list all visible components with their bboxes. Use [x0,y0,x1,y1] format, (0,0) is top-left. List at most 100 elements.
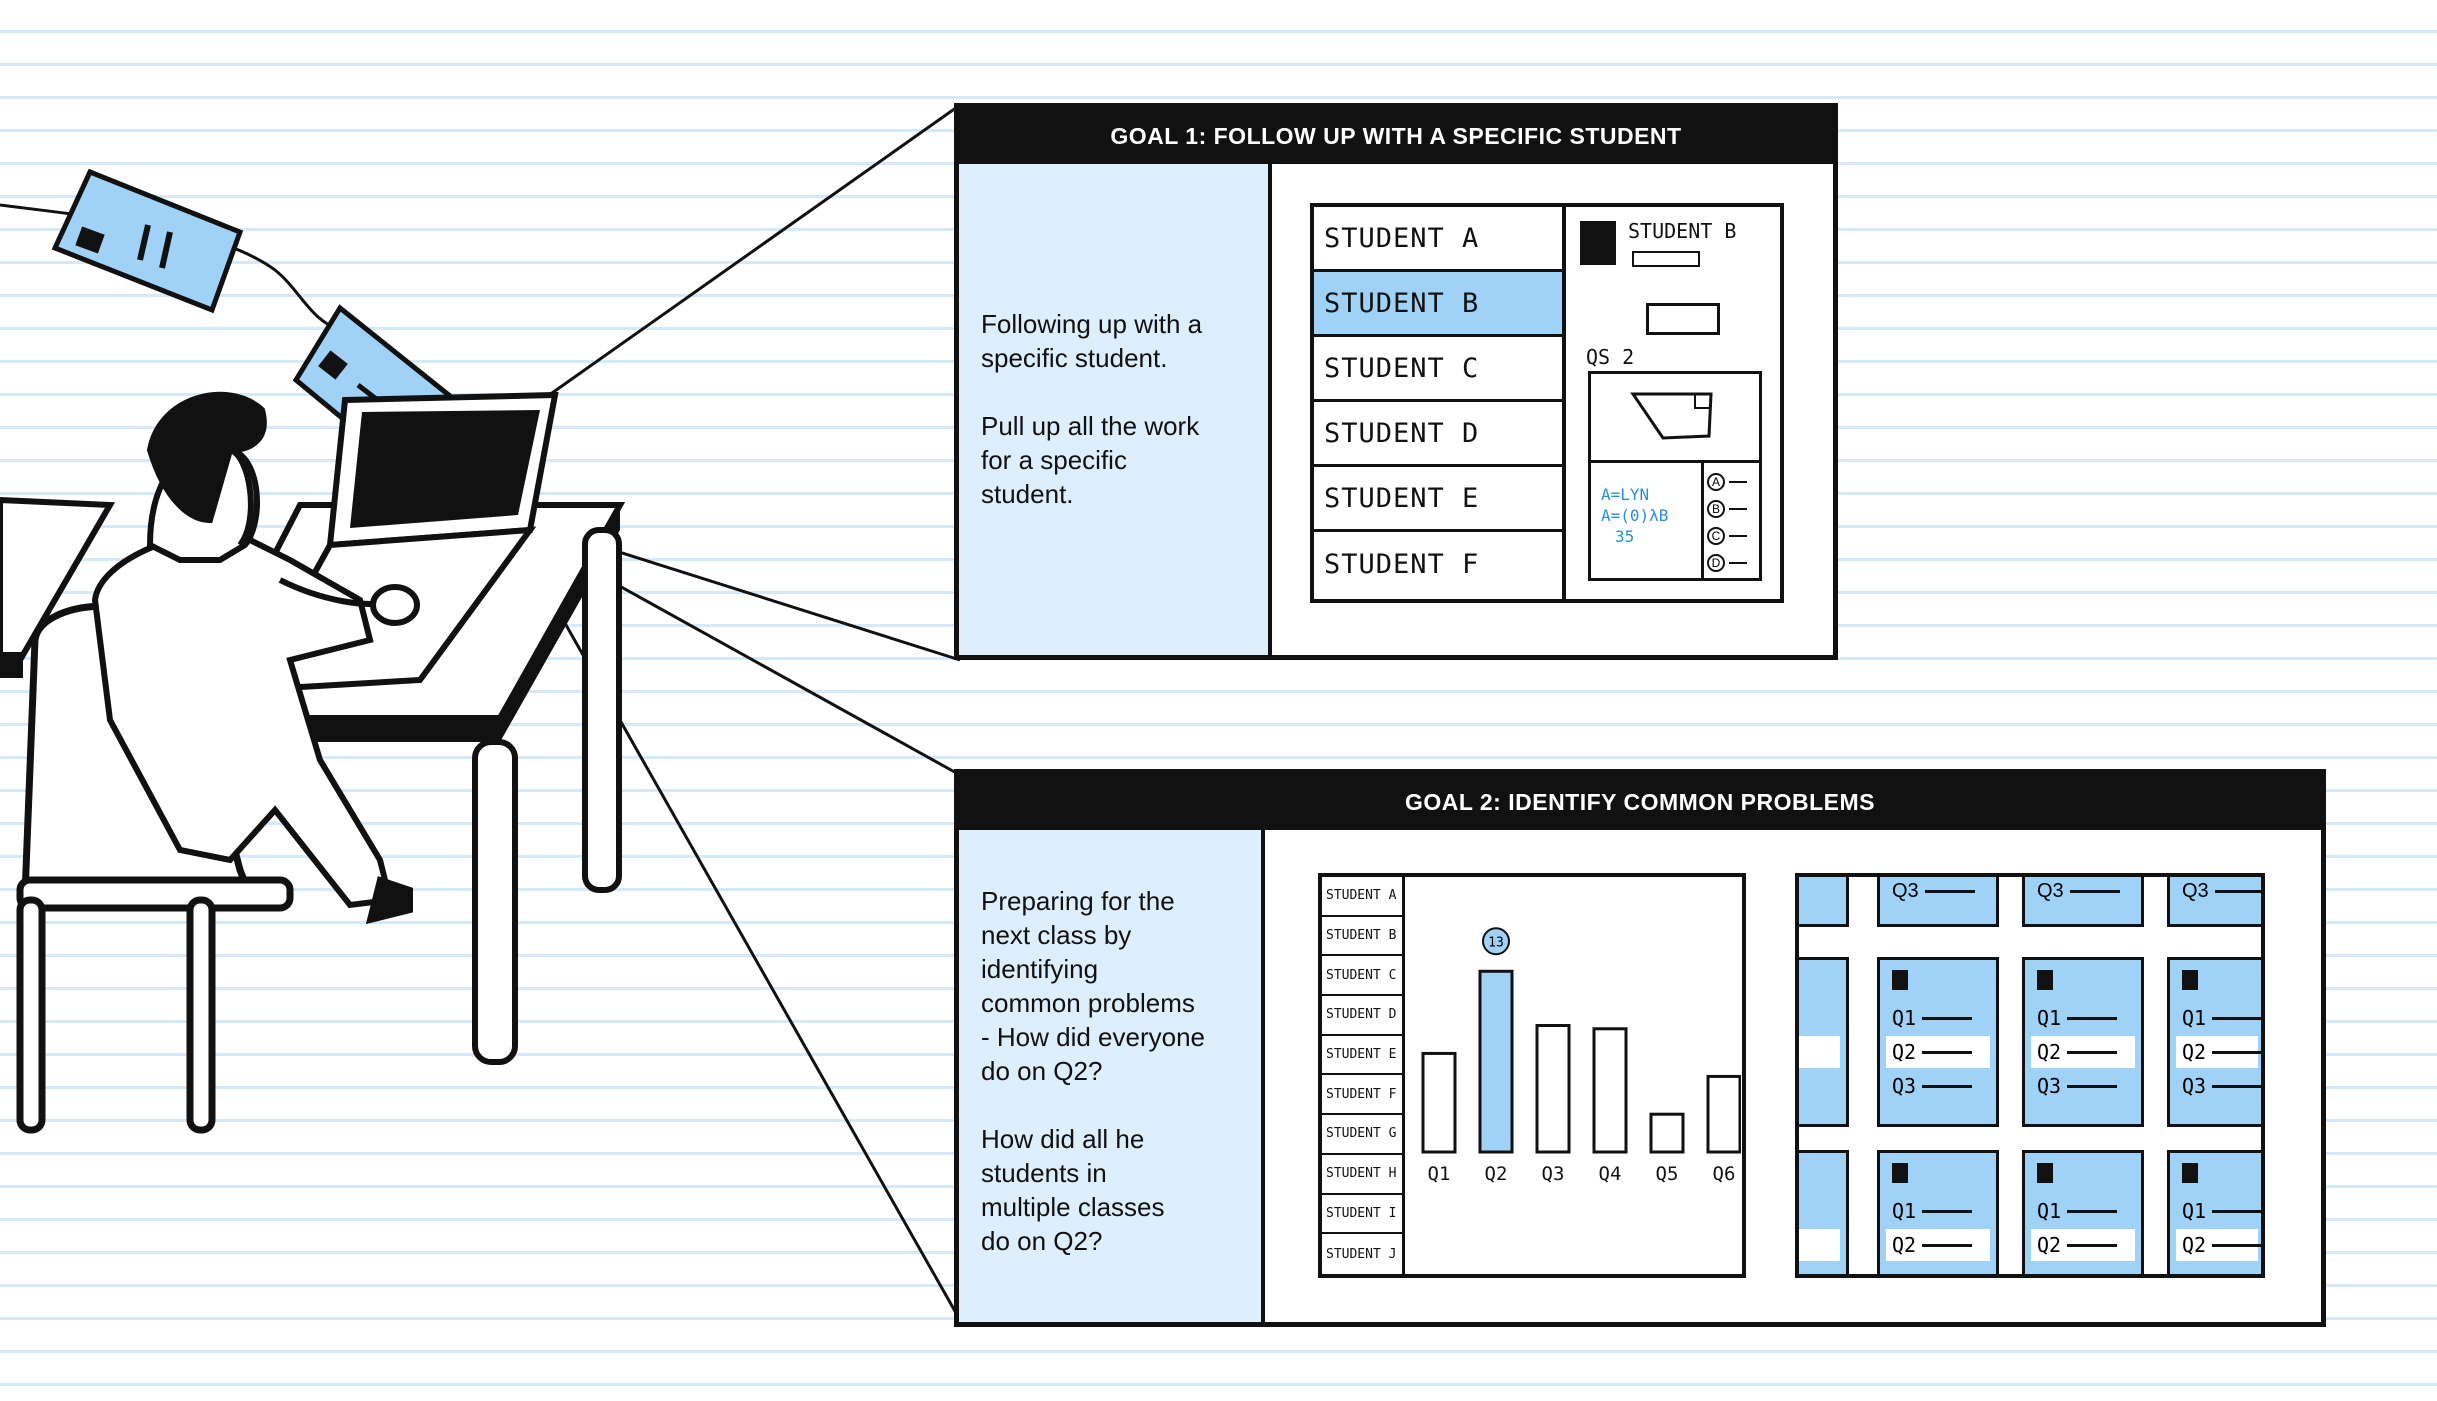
g2-student-row[interactable]: STUDENT F [1322,1075,1402,1116]
goal1-student-detail: STUDENT B QS 2 A=LYN A=(0)λB 35 A B C D [1566,207,1780,599]
card-q-label: Q2 [2182,1040,2207,1064]
student-work-card[interactable] [1799,957,1849,1127]
student-row-a[interactable]: STUDENT A [1314,207,1562,272]
card-question-line: Q1 [2182,1006,2261,1030]
g2-student-row[interactable]: STUDENT I [1322,1195,1402,1235]
card-question-line: Q2 [2037,1040,2118,1064]
card-question-line: Q2 [2037,1233,2118,1257]
card-q3-line: Q3 [2037,880,2120,903]
card-q-label: Q1 [2182,1199,2207,1223]
detail-small-box [1646,303,1720,335]
card-answer-line [2212,1050,2261,1054]
card-q-label: Q1 [1892,1199,1917,1223]
g2-student-row[interactable]: STUDENT C [1322,956,1402,997]
choice-c[interactable]: C [1707,522,1747,549]
student-row-c[interactable]: STUDENT C [1314,337,1562,402]
card-q-label: Q3 [2037,880,2064,902]
choice-b[interactable]: B [1707,495,1747,522]
student-work-card[interactable] [1799,1150,1849,1274]
card-q-label: Q3 [2037,1074,2062,1098]
card-answer-line [2214,890,2261,893]
card-q-label: Q1 [1892,1006,1917,1030]
card-question-line: Q2 [2182,1040,2261,1064]
bar-q6[interactable] [1706,1074,1741,1154]
goal1-title: GOAL 1: FOLLOW UP WITH A SPECIFIC STUDEN… [959,108,1833,164]
student-row-f[interactable]: STUDENT F [1324,549,1480,580]
card-q-label: Q3 [2182,1074,2207,1098]
student-row-b-selected[interactable]: STUDENT B [1314,272,1562,337]
student-row-e[interactable]: STUDENT E [1314,467,1562,532]
detail-name-underline-box [1632,251,1700,267]
g2-student-row[interactable]: STUDENT J [1326,1246,1397,1262]
goal1-description: Following up with a specific student. Pu… [981,309,1203,509]
card-question-line: Q2 [2182,1233,2261,1257]
bar-callout-text: 13 [1488,935,1504,950]
card-question-line: Q1 [1892,1199,1973,1223]
g2-student-row[interactable]: STUDENT E [1322,1036,1402,1076]
answer-work: A=LYN A=(0)λB 35 [1601,484,1668,547]
bar-q5[interactable] [1649,1112,1685,1154]
choice-a[interactable]: A [1707,468,1747,495]
card-avatar [2037,970,2053,990]
goal2-student-list: STUDENT A STUDENT B STUDENT C STUDENT D … [1322,877,1405,1274]
question-label: QS 2 [1586,345,1635,369]
bar-label-q4: Q4 [1599,1163,1622,1185]
card-top[interactable]: Q3 [2167,877,2261,927]
card-q-label: Q1 [2037,1199,2062,1223]
card-question-line: Q2 [1892,1040,1973,1064]
goal1-student-list: STUDENT A STUDENT B STUDENT C STUDENT D … [1314,207,1566,599]
card-answer-line [2067,1016,2118,1020]
g2-student-row[interactable]: STUDENT B [1322,917,1402,957]
card-question-line: Q3 [2037,1074,2118,1098]
geometry-figure-icon [1591,392,1761,463]
goal1-student-work-mockup: STUDENT A STUDENT B STUDENT C STUDENT D … [1310,203,1784,603]
goal2-description-pane: Preparing for the next class by identify… [959,830,1265,1322]
answer-line: A=(0)λB [1601,506,1669,525]
card-top[interactable]: Q3 [2022,877,2144,927]
card-answer-line [1922,1084,1973,1088]
card-top[interactable] [1799,877,1849,927]
g2-student-row[interactable]: STUDENT A [1322,877,1402,917]
student-row-d[interactable]: STUDENT D [1314,402,1562,467]
bar-q3[interactable] [1535,1024,1571,1154]
card-answer-line [2067,1084,2118,1088]
bar-label-q2: Q2 [1485,1163,1508,1185]
card-answer-line [1924,890,1975,893]
bar-q4[interactable] [1592,1027,1628,1154]
card-question-line: Q1 [2182,1199,2261,1223]
student-avatar [1580,221,1616,265]
choice-d[interactable]: D [1707,549,1747,576]
card-q-label: Q3 [1892,880,1919,902]
card-question-line: Q2 [1892,1233,1973,1257]
g2-student-row[interactable]: STUDENT G [1322,1115,1402,1155]
card-avatar [2182,970,2198,990]
bar-q2[interactable] [1478,969,1514,1154]
choice-divider [1701,460,1704,578]
card-avatar [2182,1163,2198,1183]
answer-line: A=LYN [1601,485,1650,504]
left-desk [0,496,116,678]
teacher-figure [91,391,420,925]
card-answer-line [2067,1050,2118,1054]
card-answer-line [2212,1209,2261,1213]
g2-student-row[interactable]: STUDENT D [1322,996,1402,1036]
bar-label-q1: Q1 [1428,1163,1451,1185]
card-q-label: Q2 [1892,1040,1917,1064]
card-q-label: Q3 [1892,1074,1917,1098]
bar-q1[interactable] [1421,1051,1457,1154]
paper-icon-1 [51,168,244,314]
card-answer-line [1922,1243,1973,1247]
card-q3-line: Q3 [2182,880,2261,903]
g2-student-row[interactable]: STUDENT H [1322,1155,1402,1195]
card-top[interactable]: Q3 [1877,877,1999,927]
goal2-bar-chart-mockup: STUDENT A STUDENT B STUDENT C STUDENT D … [1318,873,1746,1278]
